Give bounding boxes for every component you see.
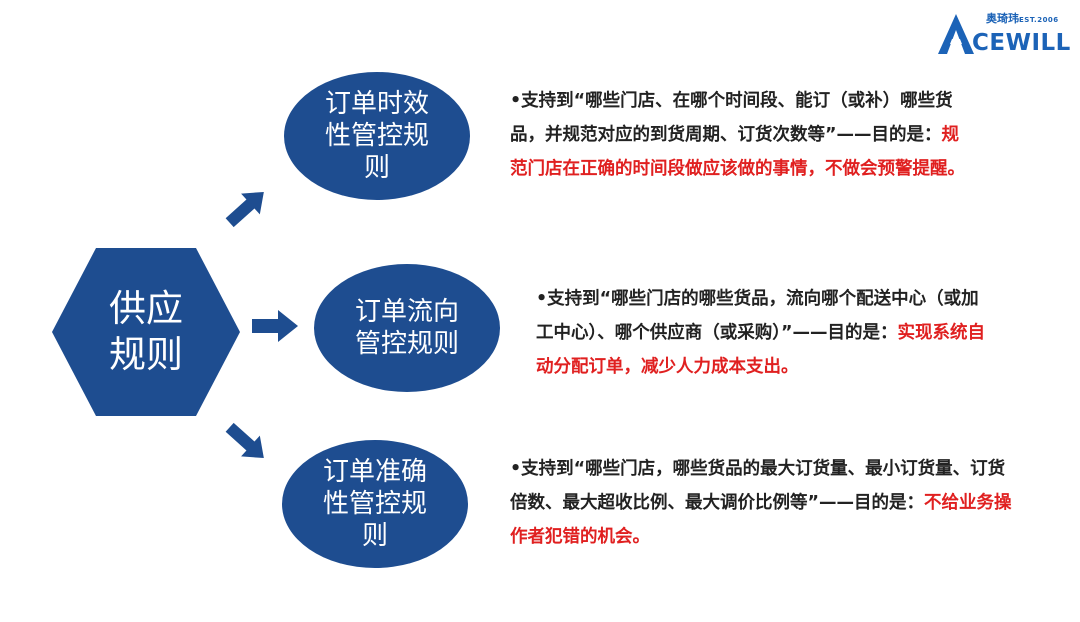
- rule-description-accuracy: •支持到“哪些门店，哪些货品的最大订货量、最小订货量、订货倍数、最大超收比例、最…: [510, 452, 1020, 554]
- rule-description-highlight: 实现系统自动分配订单，减少人力成本支出。: [536, 323, 985, 377]
- rule-description-highlight: 不给业务操作者犯错的机会。: [510, 493, 1012, 547]
- rule-ellipse-accuracy: 订单准确性管控规则: [282, 440, 468, 568]
- logo-a-mark-icon: [938, 14, 974, 54]
- rule-label: 订单流向管控规则: [354, 297, 459, 359]
- rule-ellipse-flow: 订单流向管控规则: [314, 264, 500, 392]
- main-title: 供应规则: [109, 287, 183, 376]
- logo-wordmark: CEWILL: [972, 30, 1071, 56]
- arrow-up-right-icon: [225, 191, 264, 228]
- hexagon-shape: [52, 248, 240, 416]
- rule-ellipse-timeliness: 订单时效性管控规则: [284, 72, 470, 200]
- arrow-right-icon: [252, 310, 298, 342]
- brand-logo: 奥琦玮EST.2006 CEWILL: [936, 10, 1072, 58]
- rule-description-text: •支持到“哪些门店的哪些货品，流向哪个配送中心（或加工中心）、哪个供应商（或采购…: [536, 289, 979, 343]
- rule-description-text: •支持到“哪些门店，哪些货品的最大订货量、最小订货量、订货倍数、最大超收比例、最…: [510, 459, 1006, 513]
- rule-description-timeliness: •支持到“哪些门店、在哪个时间段、能订（或补）哪些货品，并规范对应的到货周期、订…: [510, 84, 970, 186]
- rule-label: 订单时效性管控规则: [324, 89, 429, 183]
- rule-description-flow: •支持到“哪些门店的哪些货品，流向哪个配送中心（或加工中心）、哪个供应商（或采购…: [536, 282, 994, 384]
- logo-est: EST.2006: [1019, 16, 1059, 24]
- arrow-down-right-icon: [225, 422, 264, 459]
- rule-description-highlight: 规范门店在正确的时间段做应该做的事情，不做会预警提醒。: [510, 125, 965, 179]
- logo-brand-cn: 奥琦玮EST.2006: [986, 12, 1059, 25]
- rule-description-text: •支持到“哪些门店、在哪个时间段、能订（或补）哪些货品，并规范对应的到货周期、订…: [510, 91, 953, 145]
- rule-label: 订单准确性管控规则: [322, 457, 427, 551]
- main-hexagon: 供应规则: [50, 246, 242, 418]
